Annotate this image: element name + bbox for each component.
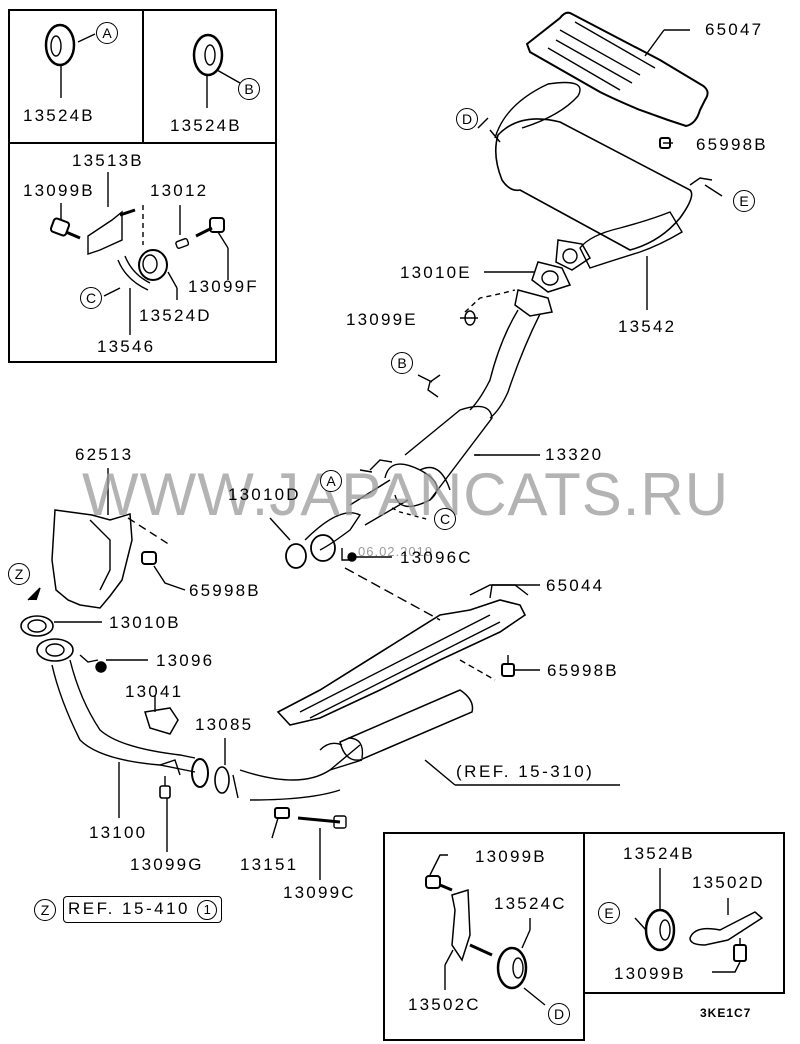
callout-e: E bbox=[733, 190, 755, 212]
callout-z-ref: Z bbox=[34, 899, 56, 921]
part-label-13010B[interactable]: 13010B bbox=[109, 613, 181, 632]
watermark: WWW.JAPANCATS.RU bbox=[82, 461, 730, 528]
part-label-65998B-mid[interactable]: 65998B bbox=[189, 581, 261, 600]
z-reference-index: 1 bbox=[197, 899, 218, 920]
part-label-13524B-e[interactable]: 13524B bbox=[623, 844, 695, 863]
diagram-code: 3KE1C7 bbox=[700, 1006, 752, 1020]
part-label-13099B-d[interactable]: 13099B bbox=[475, 847, 547, 866]
main-muffler-13542-drawing bbox=[478, 83, 722, 311]
part-label-65044[interactable]: 65044 bbox=[546, 576, 605, 595]
front-pipe-13100-drawing bbox=[21, 468, 360, 880]
callout-b: B bbox=[391, 352, 413, 374]
part-label-13524B-b[interactable]: 13524B bbox=[170, 116, 242, 135]
callout-e-inset: E bbox=[598, 902, 620, 924]
callout-a-inset: A bbox=[96, 22, 118, 44]
part-label-13096C[interactable]: 13096C bbox=[400, 548, 473, 567]
part-label-65998B-low[interactable]: 65998B bbox=[547, 661, 619, 680]
inset-frame-top-left bbox=[9, 10, 276, 362]
inset-frame-bottom-right bbox=[384, 833, 784, 1040]
part-label-13151[interactable]: 13151 bbox=[240, 855, 299, 874]
part-label-13099G[interactable]: 13099G bbox=[130, 855, 204, 874]
part-label-13546[interactable]: 13546 bbox=[97, 337, 156, 356]
z-reference-box[interactable]: REF. 15-410 1 bbox=[63, 896, 223, 923]
part-label-13099B-c[interactable]: 13099B bbox=[23, 181, 95, 200]
part-label-13010E[interactable]: 13010E bbox=[400, 263, 472, 282]
part-label-13513B[interactable]: 13513B bbox=[72, 151, 144, 170]
part-label-13320[interactable]: 13320 bbox=[545, 445, 604, 464]
date-stamp: 06.02.2019 bbox=[358, 544, 434, 559]
part-label-13041[interactable]: 13041 bbox=[125, 682, 184, 701]
part-label-13502D[interactable]: 13502D bbox=[692, 873, 765, 892]
part-label-13010D[interactable]: 13010D bbox=[228, 485, 301, 504]
callout-d-inset: D bbox=[548, 1003, 570, 1025]
hanger-c-assembly-drawing bbox=[50, 172, 228, 335]
part-label-13524C[interactable]: 13524C bbox=[494, 894, 567, 913]
part-label-13012[interactable]: 13012 bbox=[150, 181, 209, 200]
part-label-13502C[interactable]: 13502C bbox=[408, 995, 481, 1014]
callout-c: C bbox=[434, 508, 456, 530]
part-label-13542[interactable]: 13542 bbox=[618, 317, 677, 336]
hanger-e-assembly-drawing bbox=[635, 868, 762, 972]
center-pipe-13320-drawing bbox=[270, 262, 570, 568]
callout-b-inset: B bbox=[238, 78, 260, 100]
rubber-hanger-a-drawing bbox=[46, 25, 95, 98]
part-label-13524D[interactable]: 13524D bbox=[139, 306, 212, 325]
part-label-13085[interactable]: 13085 bbox=[195, 715, 254, 734]
converter-reference[interactable]: (REF. 15-310) bbox=[456, 762, 595, 781]
part-label-13099F[interactable]: 13099F bbox=[188, 277, 259, 296]
part-label-65047[interactable]: 65047 bbox=[705, 20, 764, 39]
callout-d: D bbox=[456, 108, 478, 130]
hanger-d-assembly-drawing bbox=[426, 855, 545, 1005]
callout-a: A bbox=[320, 470, 342, 492]
part-label-13099C[interactable]: 13099C bbox=[283, 883, 356, 902]
callout-z: Z bbox=[8, 563, 30, 585]
part-label-62513[interactable]: 62513 bbox=[75, 445, 134, 464]
rubber-hanger-b-drawing bbox=[194, 35, 240, 108]
callout-c-inset: C bbox=[80, 287, 102, 309]
heat-shield-65047-drawing bbox=[527, 13, 708, 148]
part-label-13096[interactable]: 13096 bbox=[156, 651, 215, 670]
part-label-13100[interactable]: 13100 bbox=[89, 823, 148, 842]
part-label-65998B-top[interactable]: 65998B bbox=[696, 135, 768, 154]
part-label-13524B-a[interactable]: 13524B bbox=[23, 106, 95, 125]
part-label-13099B-e[interactable]: 13099B bbox=[614, 964, 686, 983]
heat-shield-65044-drawing bbox=[278, 568, 620, 785]
part-label-13099E[interactable]: 13099E bbox=[346, 310, 418, 329]
z-reference-text: REF. 15-410 bbox=[68, 899, 190, 918]
